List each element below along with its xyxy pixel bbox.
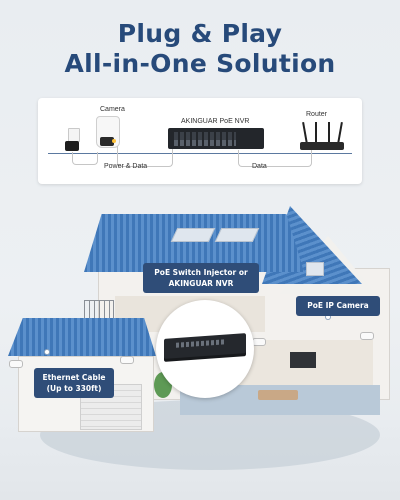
router-label: Router (306, 111, 328, 118)
nvr-label: AKINGUAR PoE NVR (181, 118, 250, 125)
callout-pointer (326, 315, 330, 319)
power-adapter-icon (65, 141, 79, 151)
skylight-icon (214, 228, 260, 242)
callout-pointer (45, 350, 49, 354)
nvr-callout-line-2: AKINGUAR NVR (168, 279, 234, 288)
nvr-ports-icon (174, 140, 236, 146)
headline-line-1: Plug & Play (117, 19, 283, 48)
window-icon (306, 262, 324, 276)
camera-callout-text: PoE IP Camera (307, 301, 369, 310)
router-icon (300, 142, 344, 150)
camera-lens-icon (100, 137, 114, 146)
nvr-callout: PoE Switch Injector or AKINGUAR NVR (143, 263, 259, 293)
headline-line-2: All-in-One Solution (64, 49, 336, 78)
camera-light-icon (112, 139, 116, 143)
cable-callout-line-1: Ethernet Cable (42, 373, 106, 382)
security-camera-icon (252, 338, 266, 346)
power-data-label: Power & Data (104, 163, 148, 170)
router-antenna-icon (315, 122, 317, 144)
garage-roof (8, 318, 156, 356)
main-roof (84, 214, 304, 272)
power-data-cable (117, 146, 173, 167)
data-label: Data (252, 163, 267, 170)
camera-callout: PoE IP Camera (296, 296, 380, 316)
router-antenna-icon (328, 122, 330, 144)
outlet-icon (68, 128, 80, 142)
security-camera-icon (9, 360, 23, 368)
camera-label: Camera (100, 106, 125, 113)
power-cable (72, 152, 98, 165)
cable-callout-line-2: (Up to 330ft) (46, 384, 102, 393)
sofa-icon (258, 390, 298, 400)
diagram-baseline (48, 153, 352, 154)
security-camera-icon (120, 356, 134, 364)
skylight-icon (170, 228, 216, 242)
cable-callout: Ethernet Cable (Up to 330ft) (34, 368, 114, 398)
data-cable (238, 150, 312, 167)
nvr-callout-line-1: PoE Switch Injector or (154, 268, 248, 277)
connection-diagram-card: Camera AKINGUAR PoE NVR Router Power & D… (38, 98, 362, 184)
router-antenna-icon (337, 121, 343, 145)
tv-icon (290, 352, 316, 368)
router-antenna-icon (302, 121, 308, 145)
security-camera-icon (360, 332, 374, 340)
